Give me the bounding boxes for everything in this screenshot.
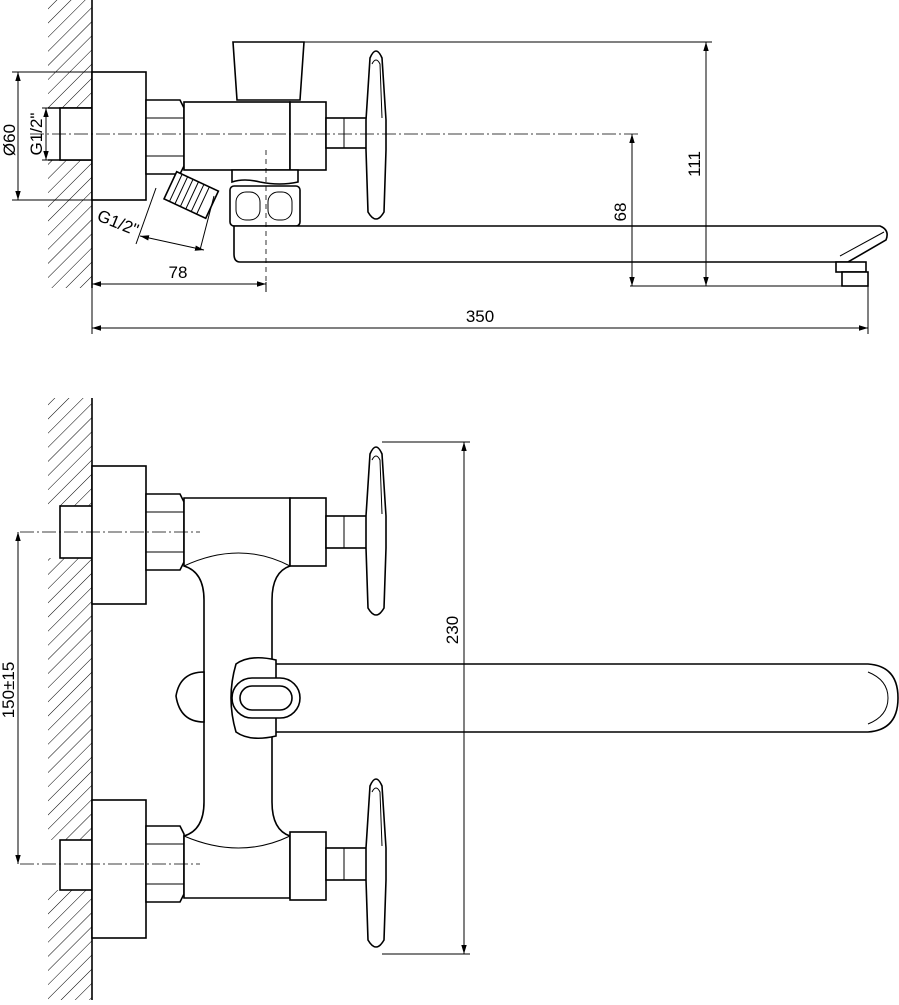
valve-cap [289, 101, 327, 171]
dim-offset-label: 78 [169, 263, 188, 282]
dim-spout-height: 68 [611, 134, 842, 287]
dim-thread-bottom-label: G1/2" [95, 206, 142, 240]
escutcheon-lower [91, 799, 147, 939]
aerator [841, 271, 869, 287]
cross-handle-side [365, 50, 387, 220]
dim-thread-top: G1/2" [27, 107, 60, 161]
diverter-body [231, 169, 299, 185]
hex-nut [145, 99, 185, 175]
dim-handle-span-label: 230 [443, 616, 462, 644]
aerator-top [835, 261, 867, 273]
dim-center-distance: 150±15 [0, 532, 21, 864]
wall-hatch-top [48, 0, 93, 288]
dim-diameter-label: Ø60 [0, 124, 19, 156]
side-view: Ø60 G1/2" G1/2" 78 68 [0, 0, 888, 334]
diverter-knob [232, 41, 305, 101]
front-view: 150±15 230 [0, 398, 899, 1000]
dim-spout-height-label: 68 [611, 203, 630, 222]
diverter-housing [229, 185, 301, 227]
valve-stem-upper [325, 515, 373, 549]
dim-thread-top-label: G1/2" [27, 113, 46, 156]
valve-stem-lower [325, 847, 373, 881]
dim-total-height-label: 111 [685, 151, 704, 177]
dim-diameter: Ø60 [0, 71, 92, 201]
swivel-nut-inner [239, 685, 293, 711]
valve-body [183, 101, 291, 171]
dim-offset: 78 [91, 263, 267, 300]
wall-pipe-lower [59, 839, 93, 891]
shower-outlet-thread [162, 170, 220, 220]
cross-handle-upper [365, 446, 387, 616]
escutcheon [91, 71, 147, 201]
dim-spout-length-label: 350 [466, 307, 494, 326]
cross-handle-lower [365, 778, 387, 948]
dim-spout-length: 350 [91, 286, 869, 334]
dim-handle-span: 230 [382, 441, 470, 955]
wall-hatch-bottom [48, 398, 93, 1000]
escutcheon-upper [91, 465, 147, 605]
dim-center-distance-label: 150±15 [0, 662, 18, 719]
spout-side [233, 225, 888, 263]
valve-stem [325, 117, 373, 149]
dim-total-height: 111 [304, 41, 868, 287]
valve-cap-lower [289, 831, 327, 901]
valve-cap-upper [289, 497, 327, 567]
spout-front [269, 663, 899, 733]
diverter-button [175, 671, 205, 723]
